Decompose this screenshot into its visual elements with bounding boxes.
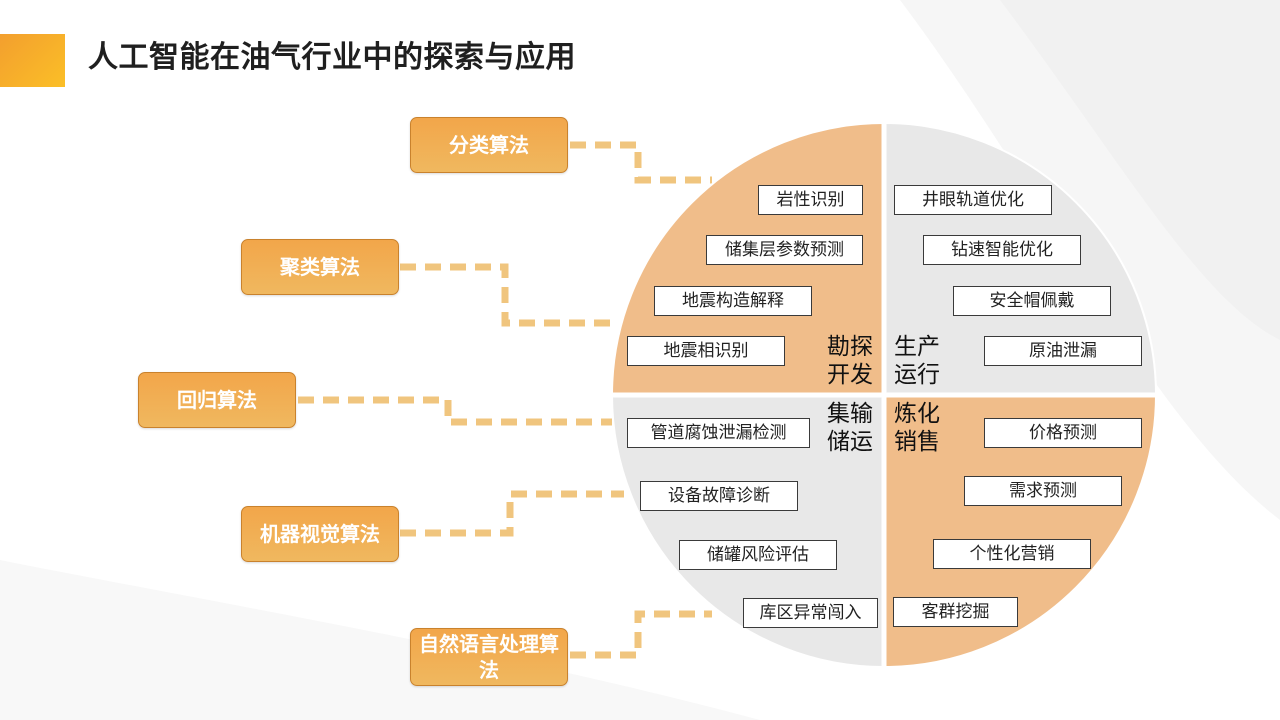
quadrant-label-transport: 集输储运 bbox=[827, 401, 873, 455]
item-seismic-facies-identification[interactable]: 地震相识别 bbox=[627, 336, 785, 366]
item-helmet-wearing[interactable]: 安全帽佩戴 bbox=[953, 286, 1111, 316]
item-personalized-marketing[interactable]: 个性化营销 bbox=[933, 539, 1091, 569]
quadrant-label-exploration: 勘探开发 bbox=[827, 334, 873, 388]
algorithm-label: 分类算法 bbox=[449, 133, 529, 157]
algorithm-machine-vision[interactable]: 机器视觉算法 bbox=[241, 506, 399, 562]
algorithm-nlp[interactable]: 自然语言处理算法 bbox=[410, 628, 568, 686]
algorithm-label: 机器视觉算法 bbox=[260, 522, 380, 546]
item-price-forecast[interactable]: 价格预测 bbox=[984, 418, 1142, 448]
algorithm-classification[interactable]: 分类算法 bbox=[410, 117, 568, 173]
item-customer-mining[interactable]: 客群挖掘 bbox=[893, 597, 1018, 627]
item-pipeline-corrosion-detection[interactable]: 管道腐蚀泄漏检测 bbox=[627, 418, 810, 448]
algorithm-label: 聚类算法 bbox=[280, 255, 360, 279]
item-demand-forecast[interactable]: 需求预测 bbox=[964, 476, 1122, 506]
algorithm-regression[interactable]: 回归算法 bbox=[138, 372, 296, 428]
algorithm-clustering[interactable]: 聚类算法 bbox=[241, 239, 399, 295]
page-title: 人工智能在油气行业中的探索与应用 bbox=[88, 40, 576, 75]
quadrant-label-production: 生产运行 bbox=[894, 334, 940, 388]
item-equipment-fault-diagnosis[interactable]: 设备故障诊断 bbox=[640, 481, 798, 511]
quadrant-label-refining: 炼化销售 bbox=[894, 401, 940, 455]
algorithm-label: 自然语言处理算法 bbox=[419, 632, 559, 682]
item-crude-oil-leak[interactable]: 原油泄漏 bbox=[984, 336, 1142, 366]
algorithm-label: 回归算法 bbox=[177, 388, 257, 412]
item-reservoir-parameter-prediction[interactable]: 储集层参数预测 bbox=[706, 235, 863, 265]
title-accent-bar bbox=[0, 34, 65, 87]
item-lithology-identification[interactable]: 岩性识别 bbox=[758, 185, 863, 215]
item-wellbore-trajectory-optimization[interactable]: 井眼轨道优化 bbox=[894, 185, 1052, 215]
item-tank-risk-assessment[interactable]: 储罐风险评估 bbox=[679, 540, 837, 570]
item-drilling-speed-optimization[interactable]: 钻速智能优化 bbox=[923, 235, 1081, 265]
item-seismic-structure-interpretation[interactable]: 地震构造解释 bbox=[654, 286, 812, 316]
item-depot-intrusion[interactable]: 库区异常闯入 bbox=[743, 598, 878, 628]
